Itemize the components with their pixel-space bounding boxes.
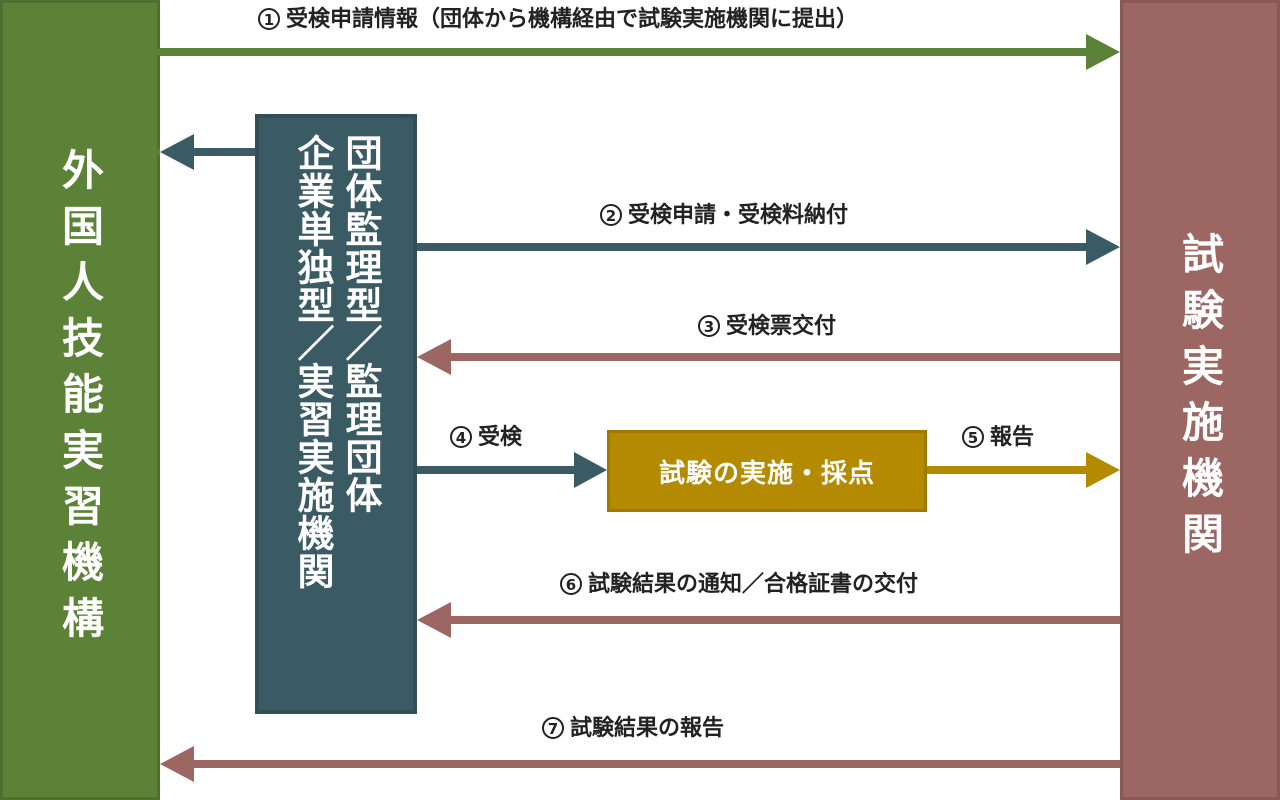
- flow-text-5: 報告: [990, 425, 1035, 450]
- flow-label-7: 7 試験結果の報告: [542, 716, 724, 742]
- arrow-6: [417, 602, 1120, 638]
- arrow-1: [160, 34, 1120, 70]
- flow-text-3: 受検票交付: [726, 314, 837, 339]
- flow-number-3: 3: [698, 315, 720, 337]
- flow-text-7: 試験結果の報告: [570, 716, 725, 741]
- flow-label-5: 5 報告: [962, 425, 1034, 451]
- flow-label-6: 6 試験結果の通知／合格証書の交付: [560, 572, 918, 598]
- flow-number-2: 2: [600, 204, 622, 226]
- flow-number-7: 7: [542, 717, 564, 739]
- middle-node-text: 団体監理型／監理団体 企業単独型／実習実施機関: [288, 134, 384, 694]
- foreign-trainee-organization-node: 外国人技能実習機構: [0, 0, 160, 800]
- flow-label-4: 4 受検: [450, 425, 522, 451]
- flow-text-4: 受検: [478, 425, 523, 450]
- middle-line-1: 団体監理型／監理団体: [339, 134, 382, 514]
- arrow-2: [417, 229, 1120, 265]
- flow-label-1: 1 受検申請情報（団体から機構経由で試験実施機関に提出）: [258, 7, 858, 33]
- flow-number-6: 6: [560, 573, 582, 595]
- flow-label-3: 3 受検票交付: [698, 314, 836, 340]
- flow-label-2: 2 受検申請・受検料納付: [600, 203, 848, 229]
- flow-number-1: 1: [258, 8, 280, 30]
- right-node-label: 試験実施機関: [1175, 232, 1225, 568]
- middle-line-2: 企業単独型／実習実施機関: [291, 134, 334, 590]
- flow-text-2: 受検申請・受検料納付: [628, 203, 849, 228]
- supervising-org-node: 団体監理型／監理団体 企業単独型／実習実施機関: [255, 114, 417, 714]
- arrow-middle-to-left: [160, 134, 255, 170]
- flow-number-4: 4: [450, 426, 472, 448]
- left-node-label: 外国人技能実習機構: [55, 148, 105, 652]
- flow-text-1: 受検申請情報（団体から機構経由で試験実施機関に提出）: [286, 7, 859, 32]
- flow-text-6: 試験結果の通知／合格証書の交付: [588, 572, 919, 597]
- testing-institution-node: 試験実施機関: [1120, 0, 1280, 800]
- exam-execution-node: 試験の実施・採点: [607, 430, 927, 512]
- exam-node-label: 試験の実施・採点: [658, 458, 875, 489]
- arrow-7: [160, 746, 1120, 782]
- flow-number-5: 5: [962, 426, 984, 448]
- arrow-5: [927, 452, 1120, 488]
- arrow-3: [417, 339, 1120, 375]
- dashed-bracket: [137, 49, 160, 155]
- arrow-4: [417, 452, 607, 488]
